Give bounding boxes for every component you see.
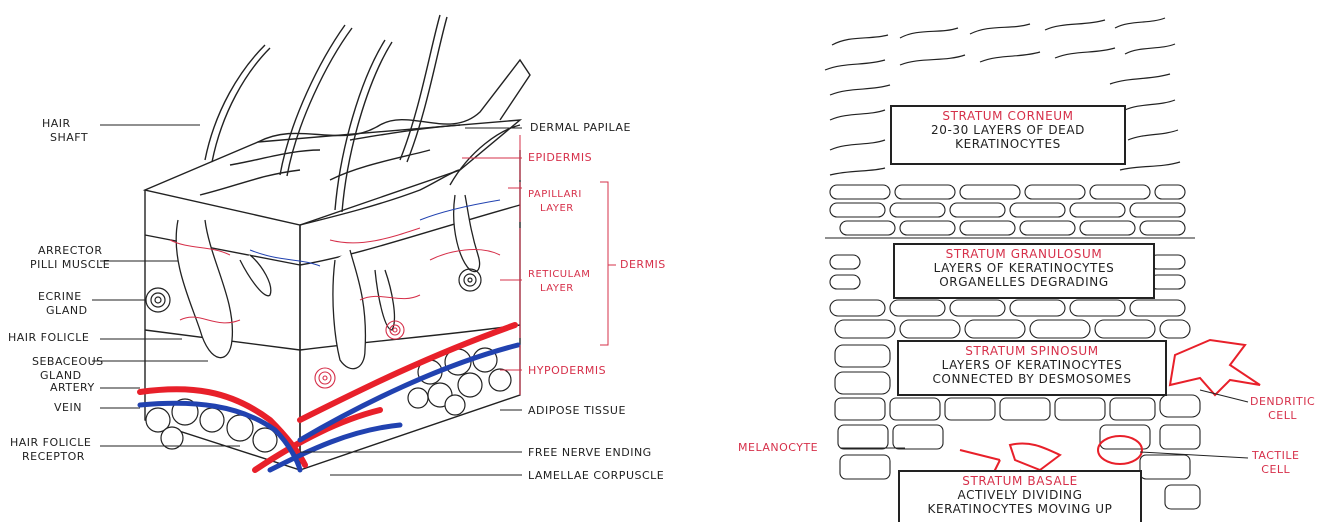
- label-melanocyte: MELANOCYTE: [738, 441, 818, 455]
- box-stratum-basale: STRATUM BASALE ACTIVELY DIVIDING KERATIN…: [898, 470, 1142, 522]
- title-stratum-corneum: STRATUM CORNEUM: [892, 109, 1124, 123]
- label-hypodermis: HYPODERMIS: [528, 364, 606, 378]
- text-basale-line2: KERATINOCYTES MOVING UP: [900, 502, 1140, 516]
- box-stratum-granulosum: STRATUM GRANULOSUM LAYERS OF KERATINOCYT…: [893, 243, 1155, 299]
- text-corneum-line1: 20-30 LAYERS OF DEAD: [892, 123, 1124, 137]
- box-stratum-corneum: STRATUM CORNEUM 20-30 LAYERS OF DEAD KER…: [890, 105, 1126, 165]
- text-spinosum-line2: CONNECTED BY DESMOSOMES: [899, 372, 1165, 386]
- title-stratum-basale: STRATUM BASALE: [900, 474, 1140, 488]
- label-artery: ARTERY: [50, 381, 95, 395]
- text-spinosum-line1: LAYERS OF KERATINOCYTES: [899, 358, 1165, 372]
- label-hair-folicle: HAIR FOLICLE: [8, 331, 89, 345]
- title-stratum-granulosum: STRATUM GRANULOSUM: [895, 247, 1153, 261]
- text-granulosum-line1: LAYERS OF KERATINOCYTES: [895, 261, 1153, 275]
- label-adipose-tissue: ADIPOSE TISSUE: [528, 404, 626, 418]
- label-epidermis: EPIDERMIS: [528, 151, 592, 165]
- label-lamellae-corpuscle: LAMELLAE CORPUSCLE: [528, 469, 664, 483]
- text-corneum-line2: KERATINOCYTES: [892, 137, 1124, 151]
- label-vein: VEIN: [54, 401, 82, 415]
- hair-follicles: [176, 195, 479, 369]
- label-free-nerve-ending: FREE NERVE ENDING: [528, 446, 652, 460]
- box-stratum-spinosum: STRATUM SPINOSUM LAYERS OF KERATINOCYTES…: [897, 340, 1167, 396]
- title-stratum-spinosum: STRATUM SPINOSUM: [899, 344, 1165, 358]
- text-granulosum-line2: ORGANELLES DEGRADING: [895, 275, 1153, 289]
- label-dermal-papilae: DERMAL PAPILAE: [530, 121, 631, 135]
- text-basale-line1: ACTIVELY DIVIDING: [900, 488, 1140, 502]
- label-dermis: DERMIS: [620, 258, 666, 272]
